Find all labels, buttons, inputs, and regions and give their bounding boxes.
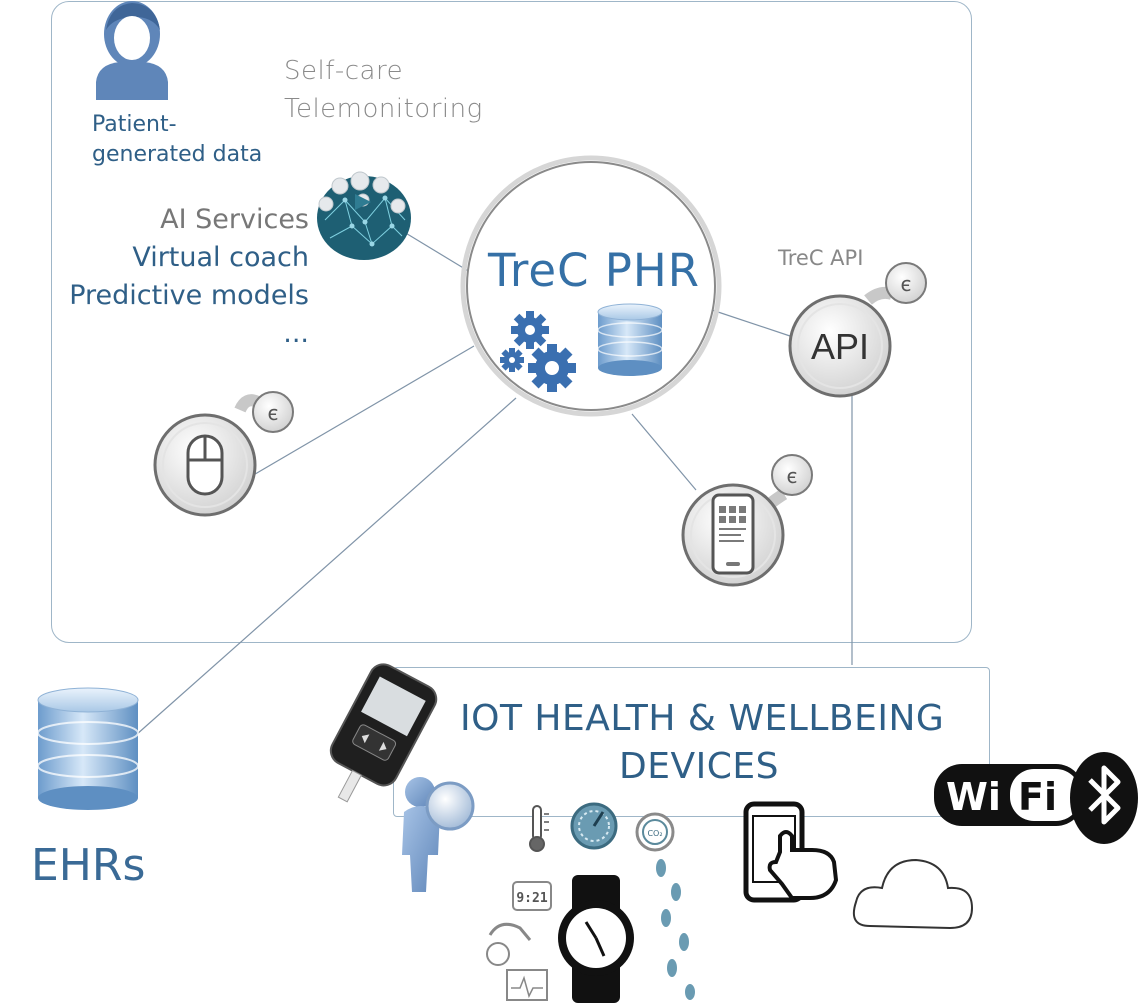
wifi-logo (934, 764, 1084, 826)
api-badge-label: API (811, 326, 869, 367)
cloud-icon (852, 858, 974, 930)
gears-icon (500, 311, 576, 392)
analyst-figure-icon (402, 777, 475, 892)
database-icon (597, 303, 663, 376)
self-care-label: Self-care (284, 56, 404, 86)
glucometer-icon (329, 663, 438, 803)
mouse-icon: є (153, 391, 294, 517)
api-icon: є (788, 262, 927, 398)
iot-title-line1: IOT HEALTH & WELLBEING (460, 698, 945, 739)
patient-icon (96, 1, 168, 100)
wifi-logo-wi: Wi (946, 775, 1001, 819)
thermometer-icon (529, 805, 549, 852)
svg-text:є: є (787, 464, 798, 488)
fitness-pictograms (486, 881, 552, 1001)
line-phr-to-api (711, 309, 791, 337)
line-mouse-to-phr (249, 345, 475, 478)
smartwatch-icon (558, 875, 634, 1003)
smartphone-icon: є (681, 454, 813, 587)
patient-data-label-line2: generated data (92, 142, 263, 167)
device-clock-readout: 9:21 (516, 891, 547, 906)
footsteps-icon (656, 859, 695, 1000)
telemonitoring-label: Telemonitoring (284, 94, 483, 124)
bluetooth-icon (1070, 752, 1138, 844)
ai-service-item: Virtual coach (132, 242, 309, 273)
touch-phone-icon (743, 801, 839, 903)
co2-label: CO₂ (647, 829, 662, 838)
ai-service-item: Predictive models (69, 280, 309, 311)
svg-text:є: є (901, 272, 912, 296)
svg-text:є: є (268, 401, 279, 425)
line-phr-to-phone (631, 413, 697, 491)
gauge-icon (570, 802, 618, 850)
connector-lines (135, 231, 853, 736)
iot-title-line2: DEVICES (619, 746, 779, 787)
ehr-database-icon (37, 687, 139, 810)
wifi-logo-fi: Fi (1018, 775, 1057, 819)
patient-data-label-line1: Patient- (92, 112, 177, 137)
line-ehr-to-phr (135, 397, 517, 736)
trec-api-label: TreC API (778, 246, 864, 270)
line-ai-to-phr (403, 231, 471, 273)
trec-platform-panel (51, 1, 972, 643)
phr-title: TreC PHR (488, 244, 701, 297)
ai-brain-icon (317, 171, 411, 260)
ai-service-item: ... (283, 318, 309, 349)
co2-sensor-icon (635, 812, 675, 852)
ai-services-title: AI Services (160, 204, 309, 235)
ehrs-label: EHRs (31, 840, 146, 891)
